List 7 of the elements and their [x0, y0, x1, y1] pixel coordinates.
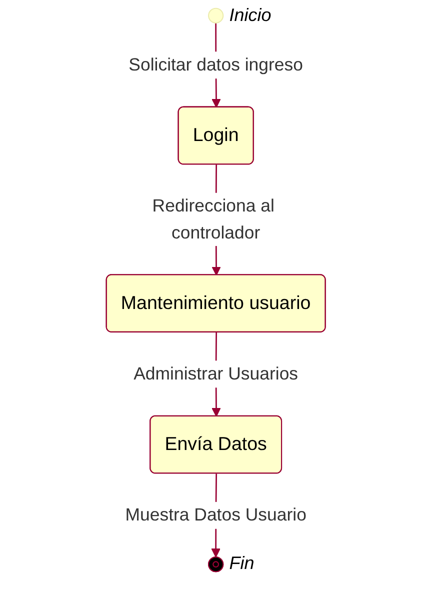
edge-label: Muestra Datos Usuario	[125, 504, 307, 525]
node-circle	[208, 8, 224, 24]
edge-label: Administrar Usuarios	[134, 364, 298, 384]
edge-label: Solicitar datos ingreso	[128, 54, 304, 75]
node-caption: Inicio	[229, 4, 272, 26]
node-caption: Fin	[229, 553, 254, 574]
edge-label: Redirecciona al controlador	[152, 196, 275, 242]
